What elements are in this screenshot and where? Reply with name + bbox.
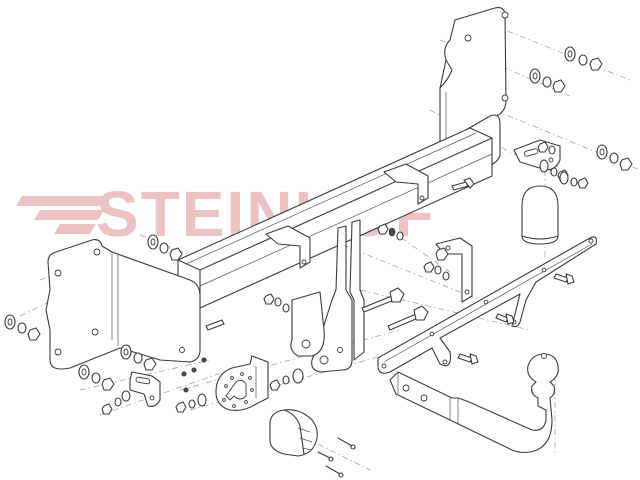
hex-bolt	[457, 353, 479, 365]
fastener-set-15	[175, 393, 207, 413]
fastener-set-10	[4, 314, 41, 341]
hex-bolt	[205, 319, 225, 331]
socket-mounting-plate	[215, 355, 269, 411]
fastener-set-5	[537, 141, 556, 155]
fastener-set-12	[78, 364, 115, 391]
fastener-set-1	[564, 46, 603, 71]
fastener-set-9	[147, 234, 183, 261]
center-hanger-brackets	[265, 163, 429, 269]
tow-ball-cap	[521, 185, 559, 245]
bumper-support-bar	[377, 236, 597, 374]
fastener-set-7	[423, 247, 450, 281]
left-side-plate	[45, 239, 201, 370]
fastener-set-16	[269, 368, 304, 391]
l-bracket-top-right	[513, 139, 561, 171]
fastener-set-3	[596, 144, 633, 171]
l-bracket-lower-left	[129, 371, 161, 407]
socket-screw	[317, 451, 334, 462]
fastener-set-4	[539, 159, 589, 189]
hex-bolt	[451, 177, 475, 191]
hex-bolt	[553, 273, 575, 285]
hex-bolt	[387, 305, 429, 331]
hex-bolt	[361, 287, 405, 313]
socket-screw	[337, 437, 356, 450]
fastener-set-8	[263, 293, 290, 313]
socket-screw	[325, 465, 344, 478]
hex-bolts	[205, 177, 575, 478]
fastener-set-14	[181, 357, 207, 393]
hex-bolt	[495, 313, 515, 325]
hanger-straps	[290, 219, 365, 373]
fastener-set-11	[120, 344, 157, 371]
fastener-set-2	[529, 68, 566, 93]
electrical-socket	[269, 409, 318, 457]
washers-and-nuts	[4, 46, 633, 415]
fastener-set-6	[377, 223, 404, 241]
fastener-set-13	[101, 390, 131, 415]
tow-ball-neck	[389, 353, 559, 454]
